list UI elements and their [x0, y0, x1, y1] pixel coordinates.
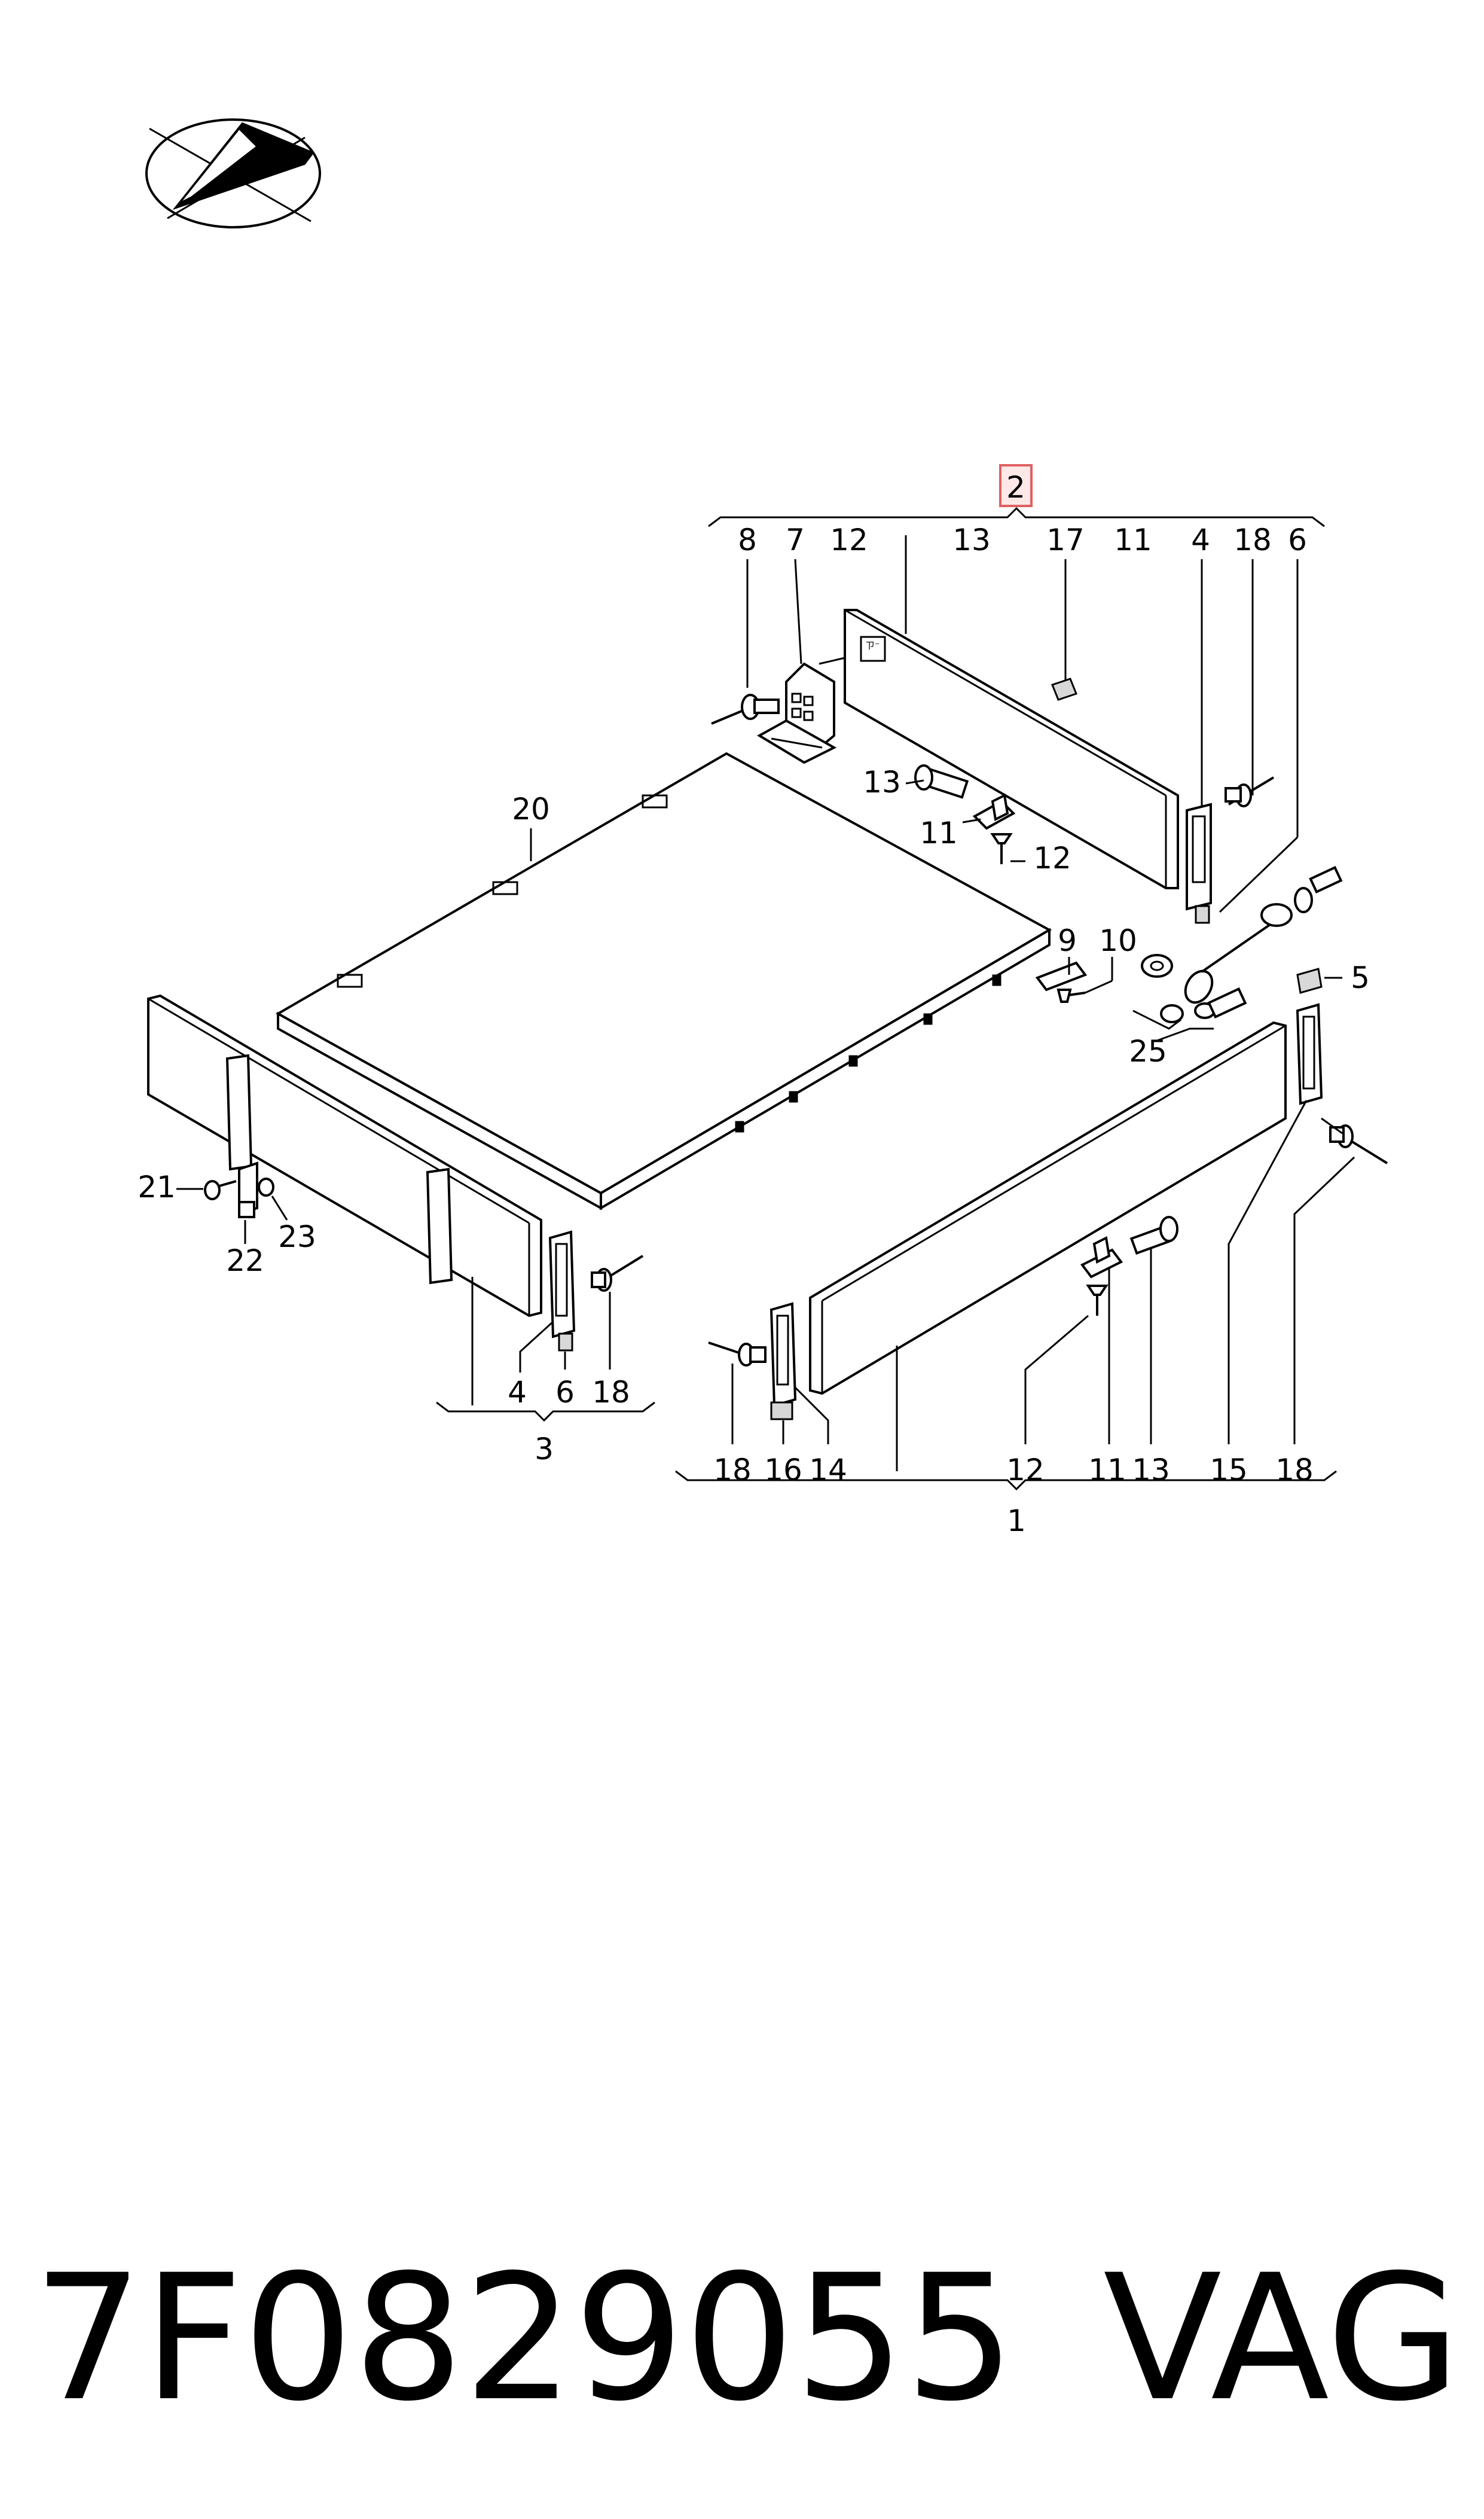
callout-mid-13: 13 [863, 765, 901, 800]
callout-br-18a: 18 [713, 1453, 752, 1487]
bottom-leaders [731, 1100, 1355, 1471]
callout-top-4: 4 [1191, 523, 1210, 557]
front-left-panel [147, 994, 542, 1318]
callout-fl-6: 6 [555, 1375, 575, 1410]
group-2-bracket [708, 507, 1325, 527]
group-3-bracket [436, 1401, 655, 1422]
callout-top-6: 6 [1288, 523, 1307, 557]
clip-17 [1051, 678, 1077, 701]
callout-fl-4: 4 [508, 1375, 527, 1410]
rear-corner-post [1186, 776, 1275, 924]
svg-text:ㄗ⁻: ㄗ⁻ [865, 640, 880, 651]
left-end-post-14 [708, 1302, 797, 1420]
hinge-assembly-front [1080, 1216, 1178, 1316]
brand-name: VAG [1103, 2238, 1461, 2439]
bracket-9-10 [1035, 957, 1113, 1003]
callout-10: 10 [1099, 923, 1137, 958]
callout-25: 25 [1129, 1034, 1167, 1069]
part-number: 7F0829055 [33, 2238, 1015, 2439]
highlight-box [999, 464, 1033, 507]
callout-top-13: 13 [952, 523, 991, 557]
right-end-post-15 [1296, 1003, 1388, 1164]
callout-mid-12: 12 [1033, 841, 1071, 876]
rivet-8 [711, 694, 780, 725]
callout-top-17: 17 [1046, 523, 1085, 557]
hinge-assembly-rear [905, 764, 1025, 864]
callout-23: 23 [278, 1219, 316, 1254]
callout-22: 22 [226, 1243, 264, 1278]
callout-top-12: 12 [830, 523, 868, 557]
logo [145, 118, 321, 228]
clip-5 [1296, 968, 1342, 994]
callout-br-11: 11 [1088, 1453, 1126, 1487]
latch-group-25 [1132, 865, 1343, 1042]
callout-21: 21 [138, 1170, 176, 1204]
callout-br-14: 14 [809, 1453, 847, 1487]
callout-3: 3 [535, 1432, 554, 1466]
top-leaders [746, 535, 1299, 913]
group-1-bracket [675, 1470, 1337, 1491]
callout-9: 9 [1058, 923, 1077, 958]
callout-mid-11: 11 [920, 816, 958, 850]
callout-fl-18: 18 [592, 1375, 630, 1410]
front-left-corner-post [548, 1230, 644, 1352]
callout-br-12: 12 [1006, 1453, 1045, 1487]
callout-top-11: 11 [1114, 523, 1152, 557]
callout-br-18b: 18 [1275, 1453, 1314, 1487]
callout-2: 2 [1006, 470, 1025, 505]
callout-br-15: 15 [1210, 1453, 1248, 1487]
callout-1: 1 [1007, 1504, 1026, 1538]
rear-panel: ㄗ⁻ [819, 609, 1179, 889]
floor-panel-20 [275, 752, 1052, 1210]
callout-top-7: 7 [786, 523, 805, 557]
callout-5: 5 [1351, 960, 1370, 995]
callout-top-18: 18 [1233, 523, 1272, 557]
corner-bracket-7 [757, 662, 837, 764]
callout-br-13: 13 [1132, 1453, 1170, 1487]
callout-top-8: 8 [738, 523, 757, 557]
right-front-panel [809, 1021, 1287, 1395]
callout-br-16: 16 [764, 1453, 802, 1487]
callout-20: 20 [512, 792, 550, 827]
